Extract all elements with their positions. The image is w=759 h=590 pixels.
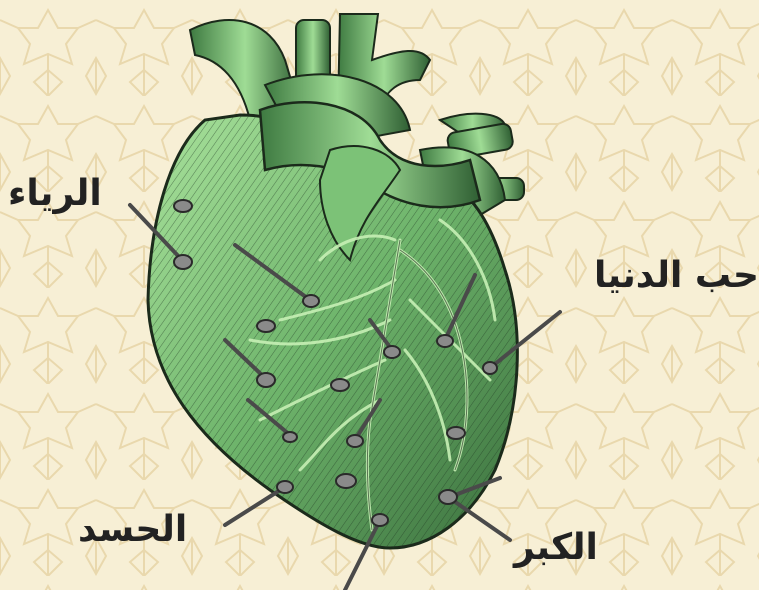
label-hasad: الحسد — [78, 512, 187, 548]
label-hubb-dunya: حب الدنيا — [594, 258, 759, 294]
label-riya: الرياء — [8, 176, 102, 212]
label-kibr: الكبر — [514, 530, 598, 566]
